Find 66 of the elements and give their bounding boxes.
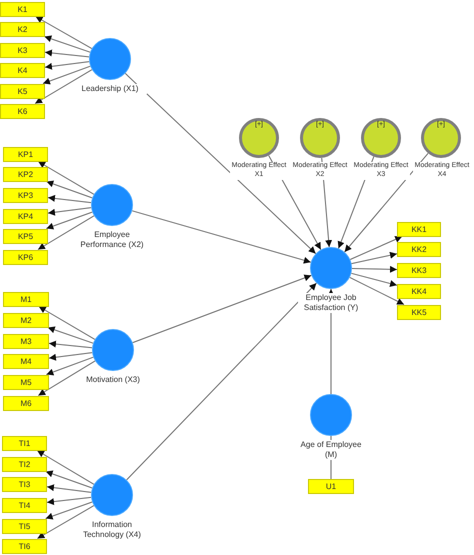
indicator-box: KP6: [3, 250, 48, 264]
arrow: [46, 484, 92, 493]
indicator-box: K3: [0, 42, 45, 58]
indicator-box: TI5: [2, 518, 47, 534]
arrow: [36, 505, 94, 539]
arrow: [351, 252, 398, 264]
arrow: [126, 282, 317, 480]
arrow: [38, 306, 96, 340]
indicator-box: M4: [3, 354, 49, 368]
arrow: [35, 16, 92, 50]
indicator-box: KK1: [397, 222, 441, 236]
arrow: [44, 50, 90, 58]
indicator-box: KK5: [397, 304, 441, 320]
indicator-box: KK2: [397, 242, 441, 256]
arrow: [132, 274, 312, 344]
indicator-box: KP4: [3, 208, 48, 224]
arrow: [352, 266, 398, 273]
indicator-box: TI3: [2, 476, 47, 492]
indicator-box: U1: [308, 479, 354, 494]
arrow: [38, 360, 96, 396]
indicator-box: TI4: [2, 498, 47, 512]
indicator-box: KP2: [3, 166, 48, 182]
indicator-box: TI2: [2, 456, 47, 472]
arrow: [124, 72, 316, 254]
indicator-box: K2: [0, 22, 45, 36]
indicator-box: K4: [0, 62, 45, 78]
indicator-box: KP5: [3, 228, 48, 244]
arrow: [42, 66, 91, 84]
indicator-box: M5: [3, 374, 49, 390]
arrow: [34, 69, 92, 104]
arrow: [45, 470, 93, 488]
arrow: [48, 352, 93, 361]
arrow: [48, 340, 93, 348]
arrow: [48, 207, 92, 216]
arrow: [48, 194, 92, 204]
indicator-box: K1: [0, 2, 45, 16]
indicator-box: KP3: [3, 188, 48, 202]
arrow: [36, 450, 94, 485]
arrow: [350, 272, 398, 287]
arrow: [349, 276, 404, 305]
indicator-box: KK4: [397, 284, 441, 298]
arrow: [45, 502, 93, 520]
arrow: [350, 236, 403, 260]
indicator-box: KK3: [397, 262, 441, 278]
indicator-box: K6: [0, 104, 45, 118]
arrow: [46, 356, 94, 376]
indicator-box: TI1: [2, 436, 47, 450]
arrow: [132, 210, 312, 264]
indicator-box: M3: [3, 334, 49, 348]
indicator-box: K5: [0, 84, 45, 98]
arrow: [344, 152, 429, 252]
indicator-box: M2: [3, 312, 49, 328]
indicator-box: M6: [3, 396, 49, 410]
variable-label: Employee Performance (X2): [80, 230, 144, 250]
arrow: [46, 212, 93, 230]
indicator-box: KP1: [3, 146, 48, 162]
arrow: [47, 326, 94, 344]
arrow: [38, 161, 94, 195]
indicator-box: TI6: [2, 538, 47, 554]
variable-label: Age of Employee (M): [298, 440, 364, 460]
arrow: [46, 180, 93, 198]
arrow: [46, 496, 92, 506]
indicator-box: M1: [3, 292, 49, 306]
arrow: [38, 215, 94, 250]
arrow: [44, 35, 91, 53]
arrow: [44, 61, 90, 70]
